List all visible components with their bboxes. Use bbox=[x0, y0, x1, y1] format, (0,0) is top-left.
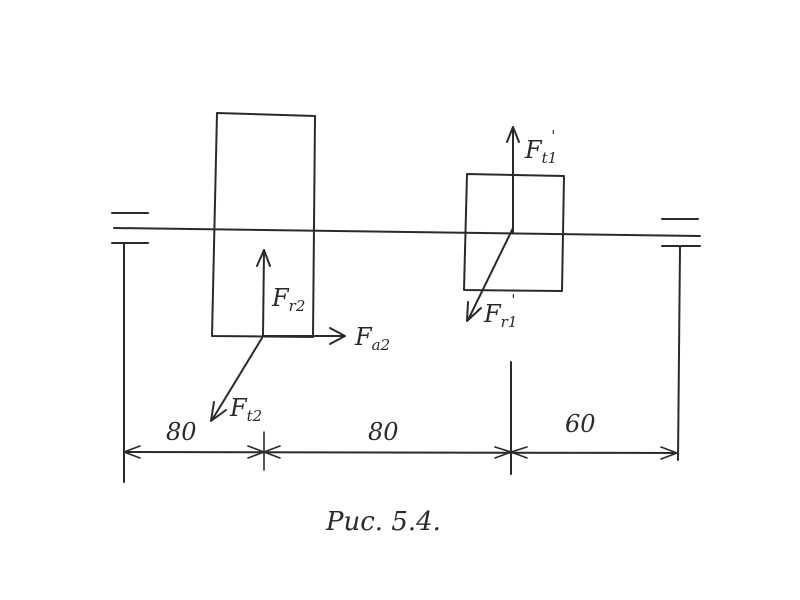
ft2-arrow bbox=[210, 337, 263, 422]
fr2-arrow bbox=[256, 249, 271, 337]
right-bearing bbox=[661, 218, 701, 247]
fr1-label: Fr1' bbox=[483, 291, 517, 331]
figure-caption: Рис. 5.4. bbox=[325, 507, 441, 537]
dimension-arrowheads bbox=[123, 445, 678, 460]
fr2-label: Fr2 bbox=[271, 284, 305, 315]
fr1-arrow bbox=[466, 227, 514, 322]
dimension-line bbox=[123, 451, 678, 454]
right-support-line bbox=[677, 246, 681, 461]
shaft-axis bbox=[113, 227, 701, 237]
fa2-label: Fa2 bbox=[354, 323, 390, 354]
ft2-label: Ft2 bbox=[229, 394, 262, 425]
dimension-80-middle: 80 bbox=[368, 418, 399, 446]
fa2-arrow bbox=[263, 327, 346, 345]
small-gear-block bbox=[463, 173, 565, 292]
dimension-60-right: 60 bbox=[565, 410, 596, 438]
dimension-80-left: 80 bbox=[166, 418, 197, 446]
left-bearing bbox=[111, 212, 149, 244]
ft1-label: Ft1' bbox=[524, 127, 557, 167]
ft1-arrow bbox=[506, 126, 520, 233]
